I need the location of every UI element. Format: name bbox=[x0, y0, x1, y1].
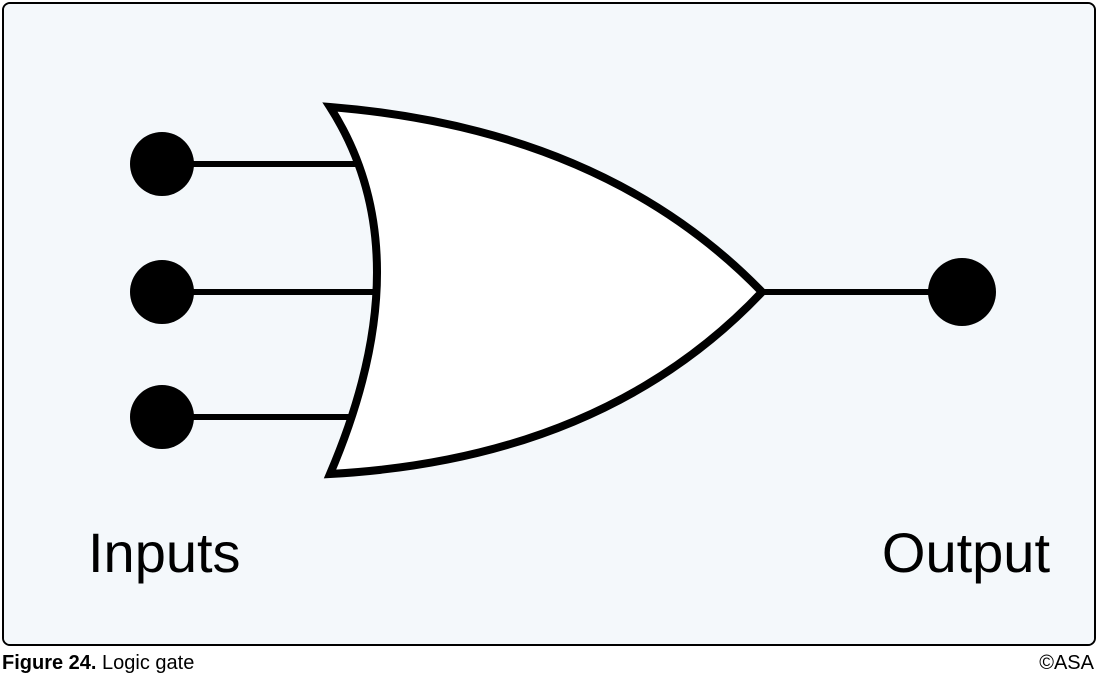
figure-panel: Inputs Output bbox=[2, 2, 1096, 646]
caption-text: Figure 24. Logic gate bbox=[2, 652, 194, 675]
figure-caption: Figure 24. Logic gate ©ASA bbox=[2, 652, 1094, 676]
output-label: Output bbox=[882, 521, 1051, 584]
or-gate-body bbox=[322, 102, 768, 479]
input-terminal-1 bbox=[130, 132, 194, 196]
input-terminal-3 bbox=[130, 385, 194, 449]
logic-gate-diagram: Inputs Output bbox=[4, 4, 1094, 644]
input-terminal-2 bbox=[130, 260, 194, 324]
figure-title: Logic gate bbox=[102, 652, 195, 674]
output-terminal bbox=[928, 258, 996, 326]
copyright-notice: ©ASA bbox=[1039, 652, 1094, 674]
figure-number: Figure 24. bbox=[2, 652, 97, 674]
inputs-label: Inputs bbox=[88, 521, 241, 584]
